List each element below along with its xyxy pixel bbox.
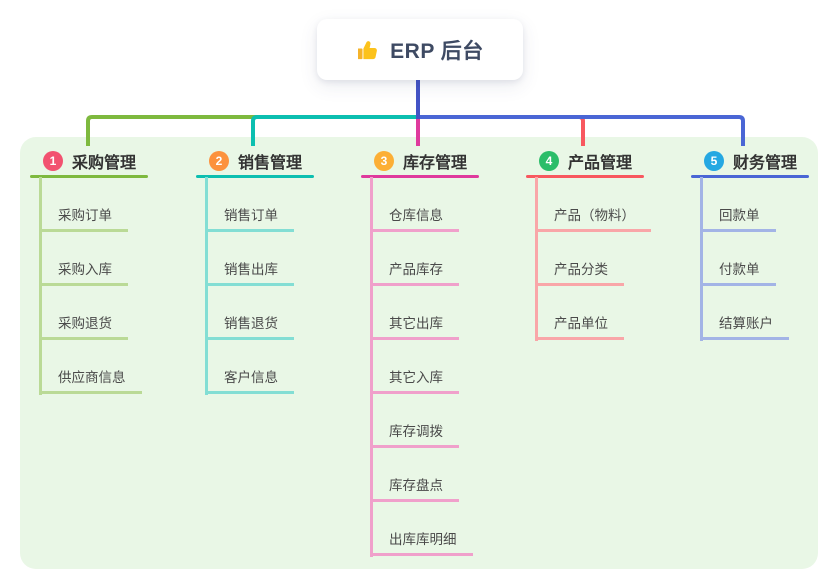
branch-child-trunk-line (205, 177, 208, 395)
branch-node-label: 产品管理 (568, 155, 633, 172)
child-node[interactable]: 仓库信息 (370, 207, 459, 232)
branch-underline (526, 175, 644, 178)
branch-number-badge: 5 (704, 151, 724, 171)
mindmap-root-node[interactable]: ERP 后台 (317, 19, 523, 80)
child-node[interactable]: 产品单位 (535, 315, 624, 340)
branch-node-label: 采购管理 (72, 155, 137, 172)
child-node[interactable]: 销售退货 (205, 315, 294, 340)
mindmap-canvas-panel (20, 137, 818, 569)
branch-underline (30, 175, 148, 178)
child-node[interactable]: 库存盘点 (370, 477, 459, 502)
branch-node-label: 财务管理 (733, 155, 798, 172)
branch-node-header[interactable]: 1 采购管理 (30, 148, 136, 174)
child-node[interactable]: 客户信息 (205, 369, 294, 394)
child-node[interactable]: 产品（物料） (535, 207, 651, 232)
child-node[interactable]: 回款单 (700, 207, 776, 232)
branch-child-trunk-line (535, 177, 538, 341)
branch-number-badge: 1 (43, 151, 63, 171)
branch-child-trunk-line (370, 177, 373, 557)
child-node[interactable]: 出库库明细 (370, 531, 473, 556)
child-node[interactable]: 结算账户 (700, 315, 789, 340)
branch-number-badge: 3 (374, 151, 394, 171)
branch-node-label: 库存管理 (403, 155, 468, 172)
child-node[interactable]: 其它入库 (370, 369, 459, 394)
branch-underline (196, 175, 314, 178)
thumbs-up-icon (356, 38, 380, 62)
branch-node-header[interactable]: 5 财务管理 (691, 148, 797, 174)
branch-number-badge: 4 (539, 151, 559, 171)
branch-node-label: 销售管理 (238, 155, 303, 172)
child-node[interactable]: 库存调拨 (370, 423, 459, 448)
child-node[interactable]: 产品分类 (535, 261, 624, 286)
branch-node-header[interactable]: 2 销售管理 (196, 148, 302, 174)
child-node[interactable]: 供应商信息 (39, 369, 142, 394)
root-node-label: ERP 后台 (390, 39, 484, 63)
branch-child-trunk-line (700, 177, 703, 341)
child-node[interactable]: 产品库存 (370, 261, 459, 286)
child-node[interactable]: 销售出库 (205, 261, 294, 286)
child-node[interactable]: 采购退货 (39, 315, 128, 340)
branch-underline (361, 175, 479, 178)
child-node[interactable]: 采购入库 (39, 261, 128, 286)
branch-underline (691, 175, 809, 178)
branch-number-badge: 2 (209, 151, 229, 171)
child-node[interactable]: 采购订单 (39, 207, 128, 232)
branch-node-header[interactable]: 3 库存管理 (361, 148, 467, 174)
branch-node-header[interactable]: 4 产品管理 (526, 148, 632, 174)
child-node[interactable]: 其它出库 (370, 315, 459, 340)
branch-child-trunk-line (39, 177, 42, 395)
child-node[interactable]: 销售订单 (205, 207, 294, 232)
child-node[interactable]: 付款单 (700, 261, 776, 286)
